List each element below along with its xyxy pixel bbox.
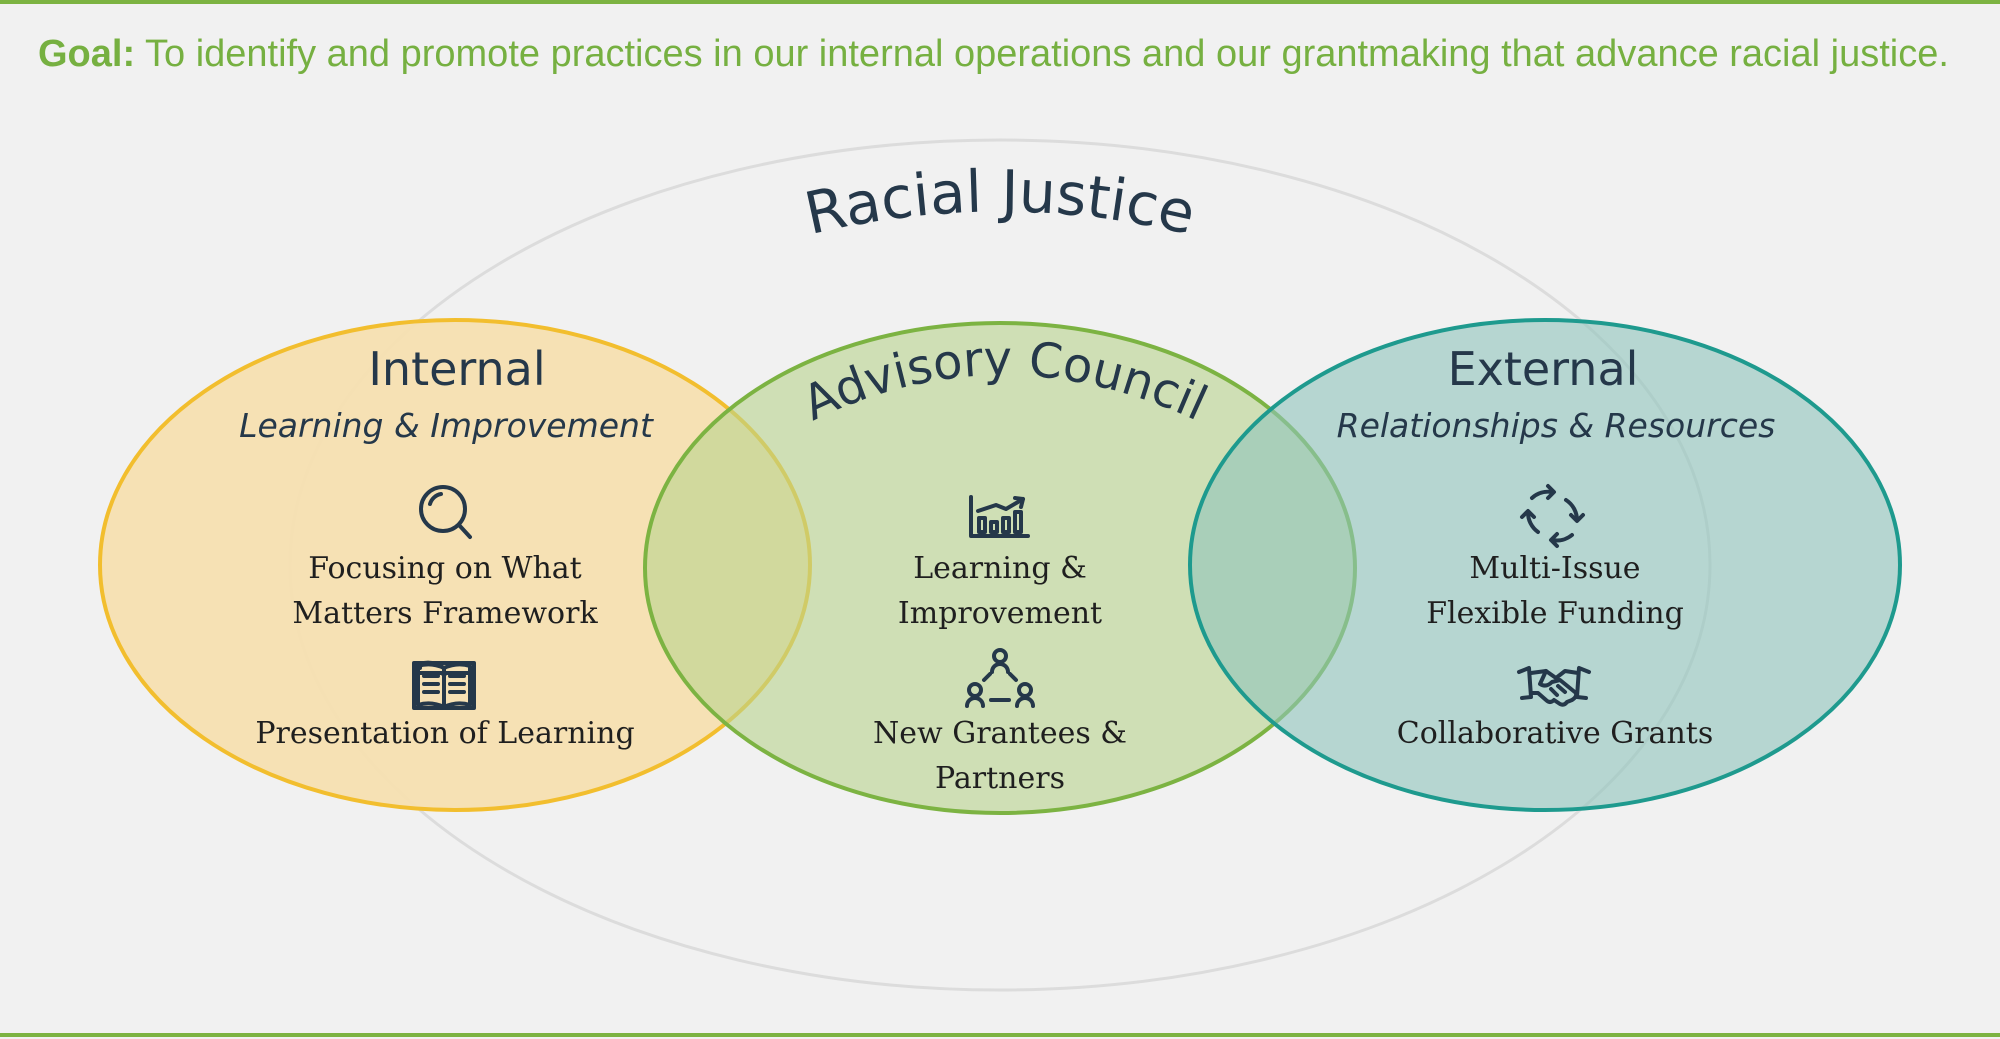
external-item-2-line-1: Collaborative Grants [1397, 716, 1713, 751]
top-rule [0, 0, 2000, 4]
internal-subtitle: Learning & Improvement [239, 406, 654, 445]
internal-item-2-line-1: Presentation of Learning [255, 716, 634, 751]
internal-item-1-line-1: Focusing on What [308, 551, 581, 586]
internal-item-1-line-2: Matters Framework [292, 596, 598, 631]
circular-arrows-icon [1520, 484, 1585, 548]
people-network-icon [965, 648, 1035, 708]
handshake-icon [1517, 666, 1591, 707]
advisory-item-2-line-1: New Grantees & [873, 716, 1127, 751]
external-title: External [1448, 342, 1639, 396]
goal-label: Goal: [38, 33, 136, 75]
external-item-1-line-2: Flexible Funding [1426, 596, 1684, 631]
external-circle [1188, 318, 1902, 812]
external-item-1-line-1: Multi-Issue [1469, 551, 1640, 586]
advisory-item-1-line-1: Learning & [913, 551, 1087, 586]
external-subtitle: Relationships & Resources [1337, 406, 1776, 445]
internal-title: Internal [368, 342, 545, 396]
bottom-rule [0, 1033, 2000, 1037]
goal-text: To identify and promote practices in our… [145, 33, 1949, 75]
goal-statement: Goal: To identify and promote practices … [38, 30, 1968, 78]
advisory-item-2-line-2: Partners [935, 761, 1065, 796]
racial-justice-title: Racial Justice [799, 157, 1202, 248]
advisory-item-1-line-2: Improvement [898, 596, 1102, 631]
open-book-icon [412, 660, 476, 710]
magnifier-icon [419, 485, 472, 539]
bar-chart-growth-icon [969, 495, 1030, 538]
